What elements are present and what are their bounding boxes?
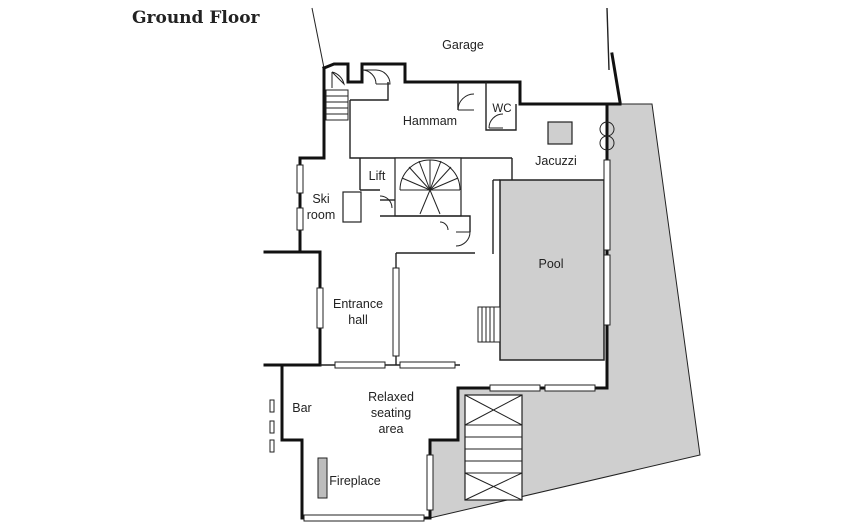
garage-edge-left bbox=[311, 7, 325, 69]
wc-label: WC bbox=[492, 103, 511, 115]
ski-room-label-1: Ski bbox=[312, 192, 329, 206]
fireplace-label: Fireplace bbox=[329, 474, 380, 488]
pool-label: Pool bbox=[538, 257, 563, 271]
garage-edge-right bbox=[606, 7, 610, 71]
entrance-hall-label-1: Entrance bbox=[333, 297, 383, 311]
upper-left-stairs bbox=[325, 89, 349, 121]
pool-steps bbox=[477, 306, 501, 343]
outer-walls bbox=[263, 62, 622, 520]
terrace-stairs bbox=[464, 394, 523, 501]
entrance-hall-label-2: hall bbox=[348, 313, 367, 327]
bar-label: Bar bbox=[292, 401, 311, 415]
lift-label: Lift bbox=[369, 169, 386, 183]
jacuzzi-doors bbox=[599, 121, 615, 151]
windows bbox=[269, 159, 611, 522]
jacuzzi-tub bbox=[547, 121, 573, 145]
jacuzzi-label: Jacuzzi bbox=[535, 154, 577, 168]
garage-wall-right bbox=[610, 52, 622, 104]
door-swings bbox=[331, 69, 504, 247]
relaxed-label-2: seating bbox=[371, 406, 411, 420]
relaxed-label-3: area bbox=[378, 422, 403, 436]
pool-area bbox=[499, 179, 605, 361]
garage-label: Garage bbox=[442, 38, 484, 52]
hammam-label: Hammam bbox=[403, 114, 457, 128]
fireplace-hearth bbox=[317, 457, 328, 499]
relaxed-label-1: Relaxed bbox=[368, 390, 414, 404]
floor-title: Ground Floor bbox=[132, 8, 260, 28]
spiral-stairs bbox=[399, 159, 461, 215]
ski-room-label-2: room bbox=[307, 208, 335, 222]
